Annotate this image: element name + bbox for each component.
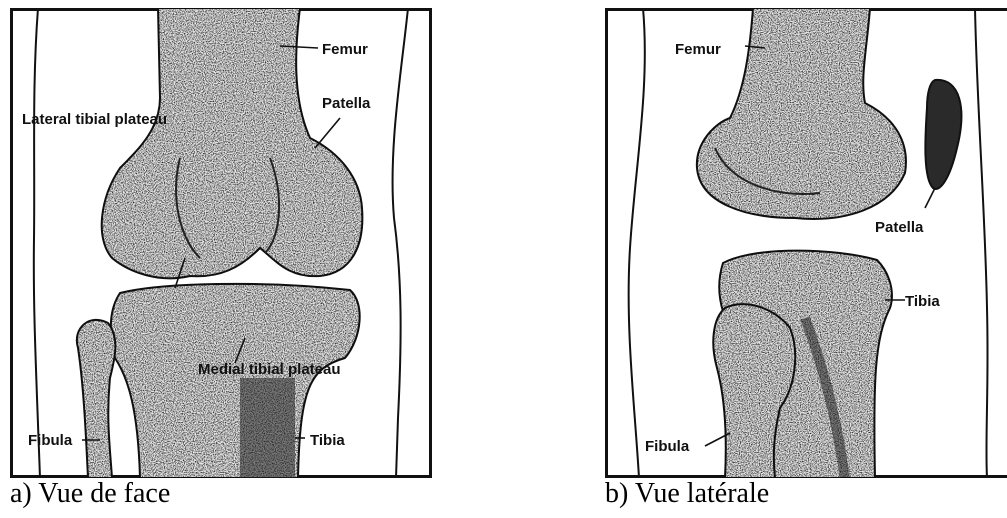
front-view-caption: a) Vue de face xyxy=(10,478,170,510)
leg-outline-right xyxy=(393,8,408,478)
lateral-label-tibia: Tibia xyxy=(905,293,940,310)
lateral-label-patella: Patella xyxy=(875,219,924,236)
label-patella: Patella xyxy=(322,95,371,112)
label-lateral-tibial-plateau: Lateral tibial plateau xyxy=(22,111,167,128)
lateral-view-illustration: Femur Patella Tibia Fibula xyxy=(605,8,1007,478)
lateral-leg-outline-left xyxy=(629,8,645,478)
lateral-view-panel: Femur Patella Tibia Fibula xyxy=(605,8,1007,478)
lateral-label-fibula: Fibula xyxy=(645,438,690,455)
label-tibia: Tibia xyxy=(310,432,345,449)
label-femur: Femur xyxy=(322,41,368,58)
label-medial-tibial-plateau: Medial tibial plateau xyxy=(198,361,341,378)
label-fibula: Fibula xyxy=(28,432,73,449)
lateral-patella-bone xyxy=(925,80,961,189)
lateral-leg-outline-right xyxy=(975,8,988,478)
front-view-illustration: Femur Patella Lateral tibial plateau Med… xyxy=(10,8,432,478)
front-view-panel: Femur Patella Lateral tibial plateau Med… xyxy=(10,8,432,478)
fibula-bone xyxy=(77,320,116,478)
lateral-femur-bone xyxy=(697,8,906,219)
lateral-label-femur: Femur xyxy=(675,41,721,58)
lateral-view-caption: b) Vue latérale xyxy=(605,478,769,510)
leg-outline-left xyxy=(34,8,40,478)
